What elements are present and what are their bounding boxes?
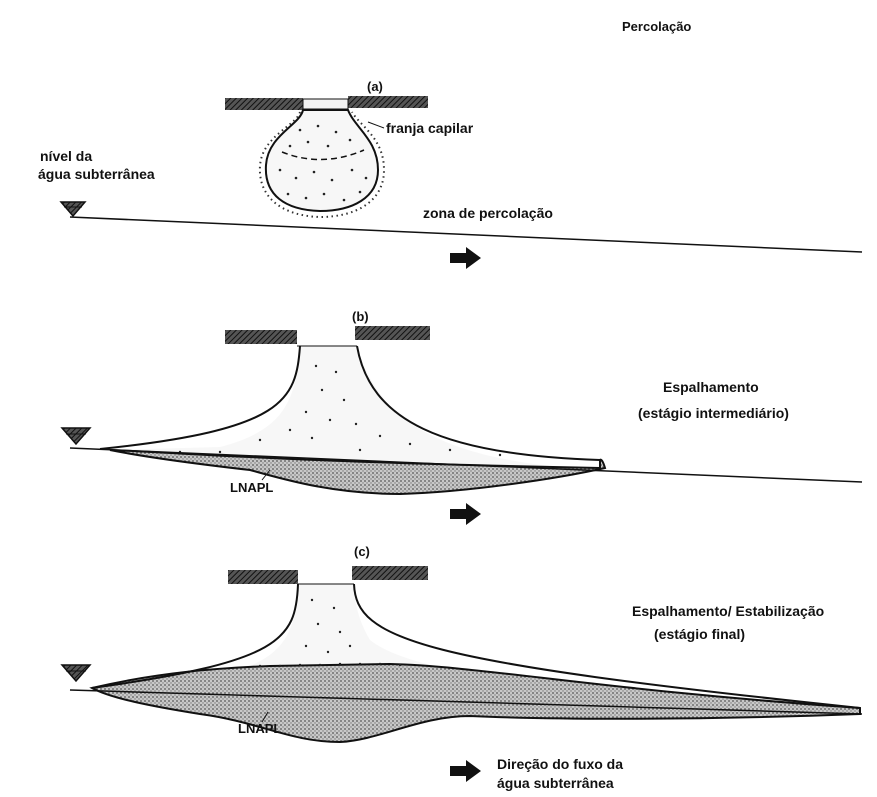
spill-source (303, 99, 348, 109)
panel-c-stage-title: Espalhamento/ Estabilização (632, 603, 824, 620)
soil-surface-left (225, 330, 297, 344)
percolation-bulb (266, 110, 378, 211)
capillary-fringe-label: franja capilar (386, 120, 473, 137)
soil-surface-left (225, 98, 303, 110)
panel-b (62, 326, 862, 525)
water-table-triangle-icon (62, 428, 90, 444)
water-level-label-line1: nível da (40, 148, 92, 165)
panel-b-lnapl-label: LNAPL (230, 479, 273, 496)
percolation-zone-label: zona de percolação (423, 205, 553, 222)
panel-c (62, 566, 862, 782)
panel-b-stage-title: Espalhamento (663, 379, 759, 396)
water-table-triangle-icon (62, 665, 90, 681)
flow-arrow-icon (450, 503, 481, 525)
water-table-line-a (70, 217, 862, 252)
panel-a-stage-title: Percolação (622, 18, 691, 35)
percolation-funnel (110, 346, 600, 470)
panel-c-lnapl-label: LNAPL (238, 720, 281, 737)
soil-surface-right (352, 566, 428, 580)
panel-b-label: (b) (352, 308, 369, 325)
water-level-label-line2: água subterrânea (38, 166, 155, 183)
water-table-triangle-icon (61, 202, 85, 216)
legend-flow-direction-line2: água subterrânea (497, 775, 614, 792)
fringe-leader (368, 122, 384, 128)
soil-surface-right (355, 326, 430, 340)
flow-arrow-icon (450, 247, 481, 269)
soil-surface-left (228, 570, 298, 584)
panel-c-stage-subtitle: (estágio final) (654, 626, 745, 643)
panel-b-stage-subtitle: (estágio intermediário) (638, 405, 789, 422)
soil-surface-right (348, 96, 428, 108)
panel-a-label: (a) (367, 78, 383, 95)
legend-flow-direction-line1: Direção do fuxo da (497, 756, 623, 773)
legend-flow-arrow-icon (450, 760, 481, 782)
panel-c-label: (c) (354, 543, 370, 560)
